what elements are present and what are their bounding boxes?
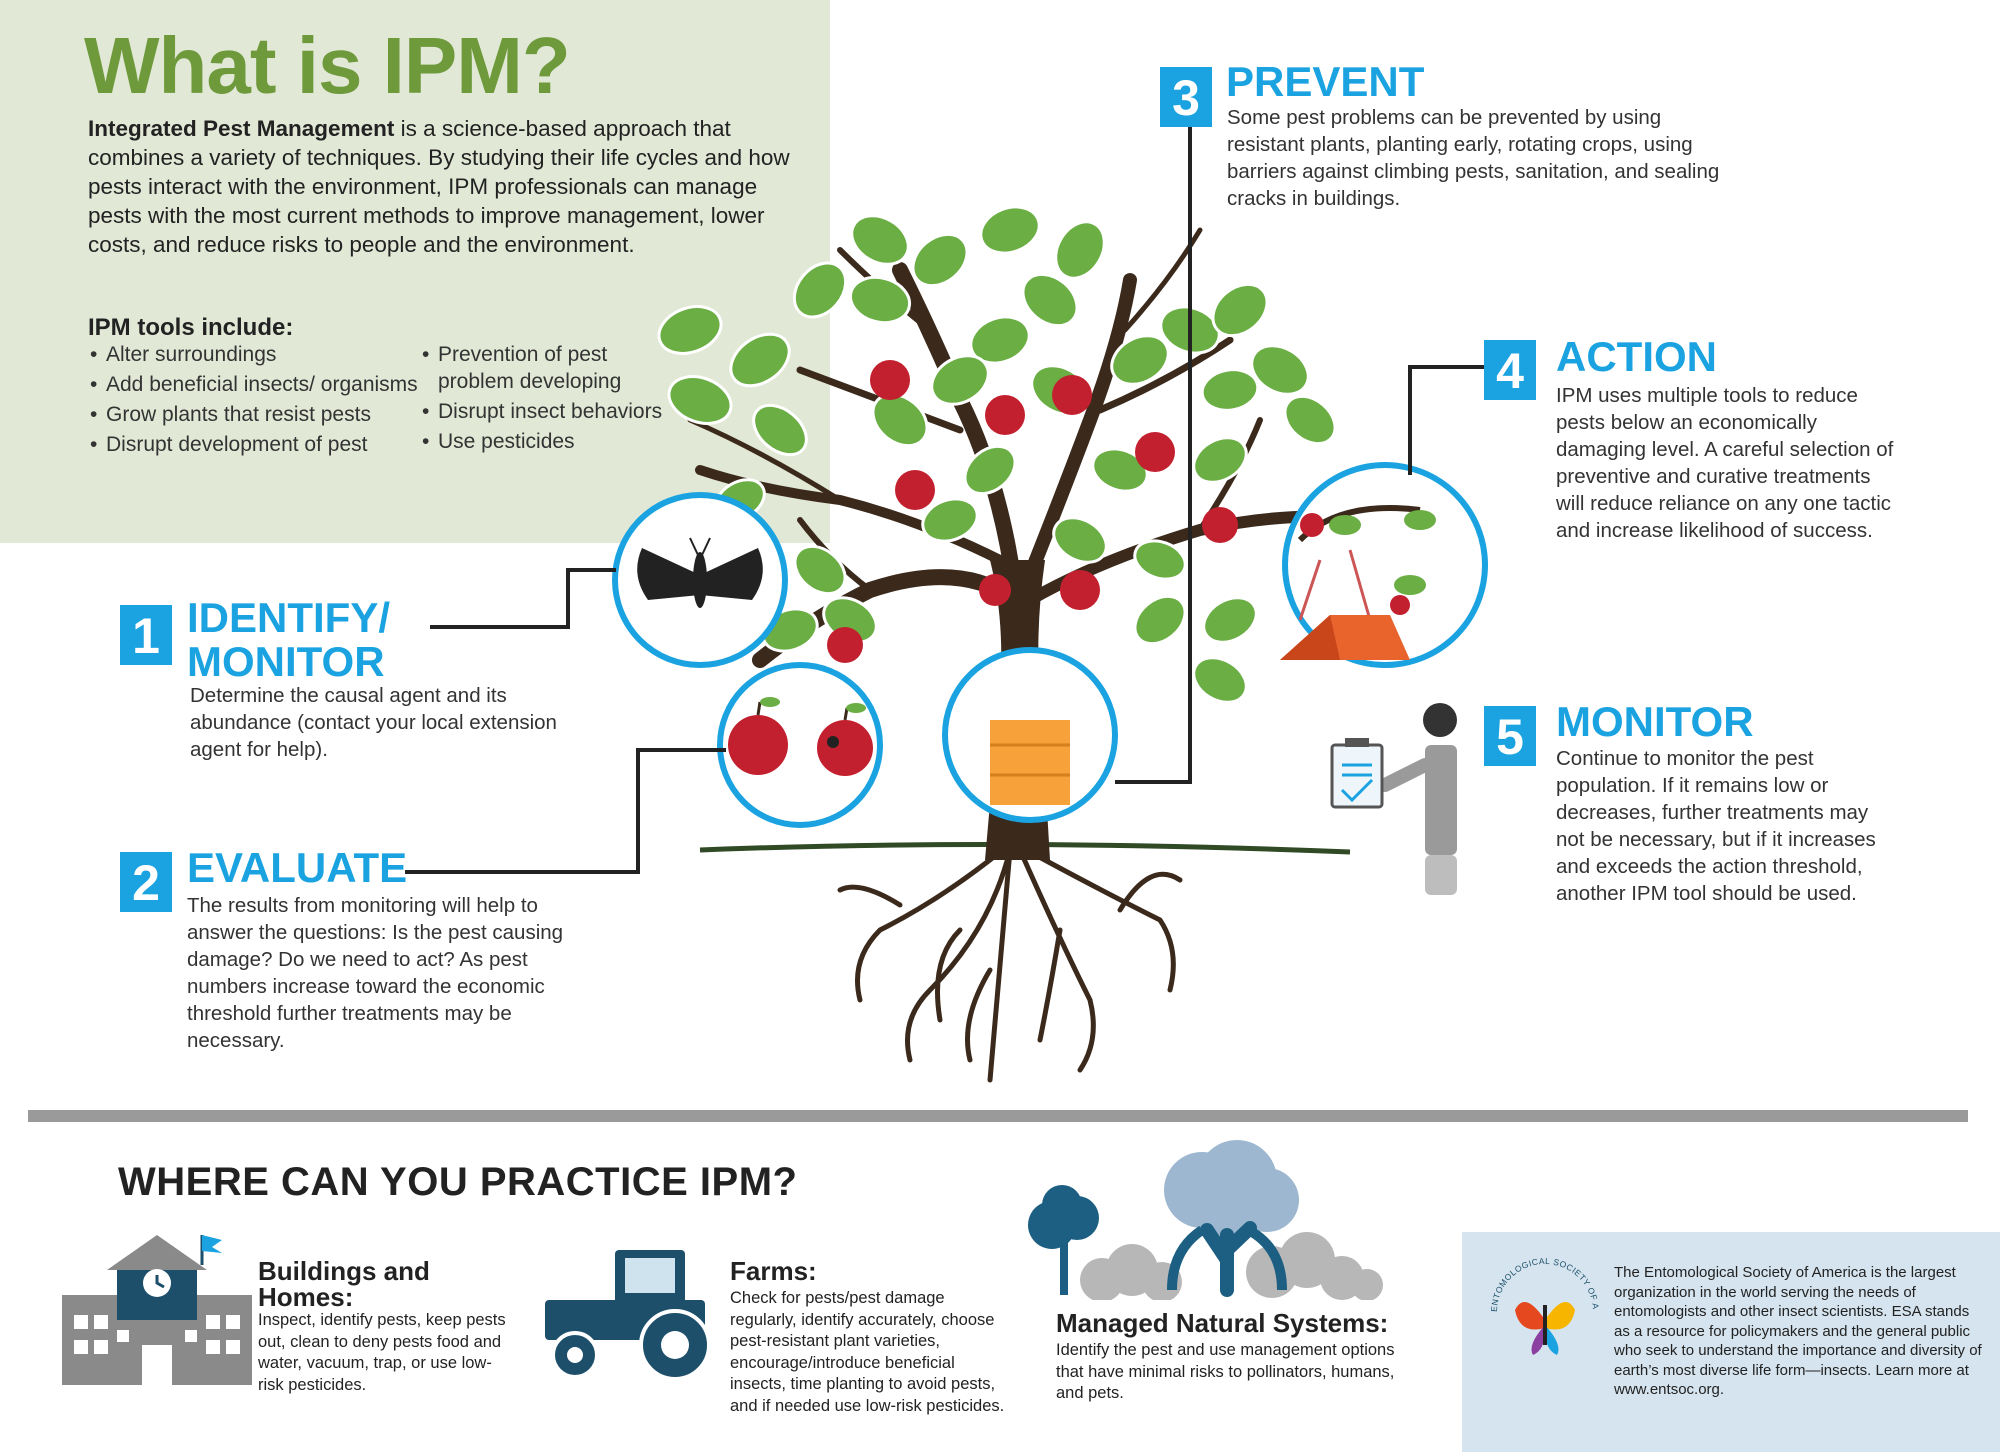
step-1-text: Determine the causal agent and its abund… bbox=[190, 684, 557, 761]
section-divider bbox=[28, 1110, 1968, 1122]
step-1-title-line1: IDENTIFY/ bbox=[187, 594, 391, 641]
tractor-icon bbox=[545, 1250, 711, 1380]
apples bbox=[827, 360, 1238, 663]
step-4-text: IPM uses multiple tools to reduce pests … bbox=[1556, 384, 1894, 542]
natural-trees-icon bbox=[1028, 1140, 1383, 1300]
tool-item: Alter surroundings bbox=[88, 341, 428, 368]
step-2-title: EVALUATE bbox=[187, 844, 408, 891]
tool-item: Add beneficial insects/ organisms bbox=[88, 371, 428, 398]
tools-list-col2: Prevention of pest problem developing Di… bbox=[420, 341, 680, 458]
connector-line bbox=[1115, 780, 1192, 784]
apples-compare-icon bbox=[728, 697, 873, 776]
school-building-icon bbox=[62, 1235, 252, 1385]
trap-icon bbox=[1280, 505, 1436, 660]
step-2-text: The results from monitoring will help to… bbox=[187, 894, 564, 1052]
connector-line bbox=[636, 748, 726, 752]
esa-logo: ENTOMOLOGICAL SOCIETY OF AMERICA bbox=[1485, 1250, 1601, 1355]
moth-icon bbox=[637, 537, 763, 608]
connector-line bbox=[405, 870, 640, 874]
esa-description: The Entomological Society of America is … bbox=[1614, 1264, 1982, 1398]
step-4-number: 4 bbox=[1484, 340, 1536, 400]
step-3-number: 3 bbox=[1160, 67, 1212, 127]
tree-illustration bbox=[612, 205, 1488, 1083]
natural-title: Managed Natural Systems: bbox=[1056, 1308, 1389, 1338]
tool-item: Disrupt insect behaviors bbox=[420, 398, 680, 425]
step-3-title: PREVENT bbox=[1226, 58, 1425, 105]
connector-line bbox=[1188, 108, 1192, 783]
buildings-title-line2: Homes: bbox=[258, 1282, 354, 1312]
tool-item: Disrupt development of pest bbox=[88, 431, 428, 458]
natural-text: Identify the pest and use management opt… bbox=[1056, 1341, 1395, 1402]
where-heading: WHERE CAN YOU PRACTICE IPM? bbox=[118, 1160, 798, 1204]
tools-heading: IPM tools include: bbox=[88, 314, 294, 341]
trunk-band-icon bbox=[990, 720, 1070, 805]
tools-list-col1: Alter surroundings Add beneficial insect… bbox=[88, 341, 428, 461]
inspector-icon bbox=[1330, 703, 1457, 895]
connector-line bbox=[566, 568, 570, 628]
leaves bbox=[657, 205, 1337, 704]
intro-lead-bold: Integrated Pest Management bbox=[88, 116, 395, 141]
step-1-title-line2: MONITOR bbox=[187, 638, 385, 685]
tool-item: Grow plants that resist pests bbox=[88, 401, 428, 428]
buildings-text: Inspect, identify pests, keep pests out,… bbox=[258, 1311, 506, 1394]
farms-title: Farms: bbox=[730, 1256, 817, 1286]
step-2-number: 2 bbox=[120, 852, 172, 912]
intro-lead-rest: is a science-based approach that combine… bbox=[88, 116, 790, 257]
roots bbox=[837, 847, 1183, 1083]
tool-item: Use pesticides bbox=[420, 428, 680, 455]
connector-line bbox=[566, 568, 616, 572]
step-1-number: 1 bbox=[120, 605, 172, 665]
step-3-text: Some pest problems can be prevented by u… bbox=[1227, 106, 1720, 210]
connector-line bbox=[1408, 365, 1488, 369]
esa-logo-text: ENTOMOLOGICAL SOCIETY OF AMERICA bbox=[1485, 1250, 1600, 1312]
farms-text: Check for pests/pest damage regularly, i… bbox=[730, 1289, 1005, 1415]
step-4-title: ACTION bbox=[1556, 333, 1717, 380]
page-title: What is IPM? bbox=[84, 21, 571, 110]
connector-line bbox=[430, 625, 570, 629]
connector-line bbox=[636, 748, 640, 874]
tool-item: Prevention of pest problem developing bbox=[420, 341, 680, 395]
step-5-number: 5 bbox=[1484, 706, 1536, 766]
step-5-title: MONITOR bbox=[1556, 698, 1754, 745]
step-5-text: Continue to monitor the pest population.… bbox=[1556, 747, 1876, 905]
connector-line bbox=[1408, 365, 1412, 475]
intro-paragraph: Integrated Pest Management is a science-… bbox=[88, 114, 808, 259]
svg-text:ENTOMOLOGICAL SOCIETY OF AMERI: ENTOMOLOGICAL SOCIETY OF AMERICA bbox=[1485, 1250, 1601, 1312]
buildings-title-line1: Buildings and bbox=[258, 1256, 430, 1286]
